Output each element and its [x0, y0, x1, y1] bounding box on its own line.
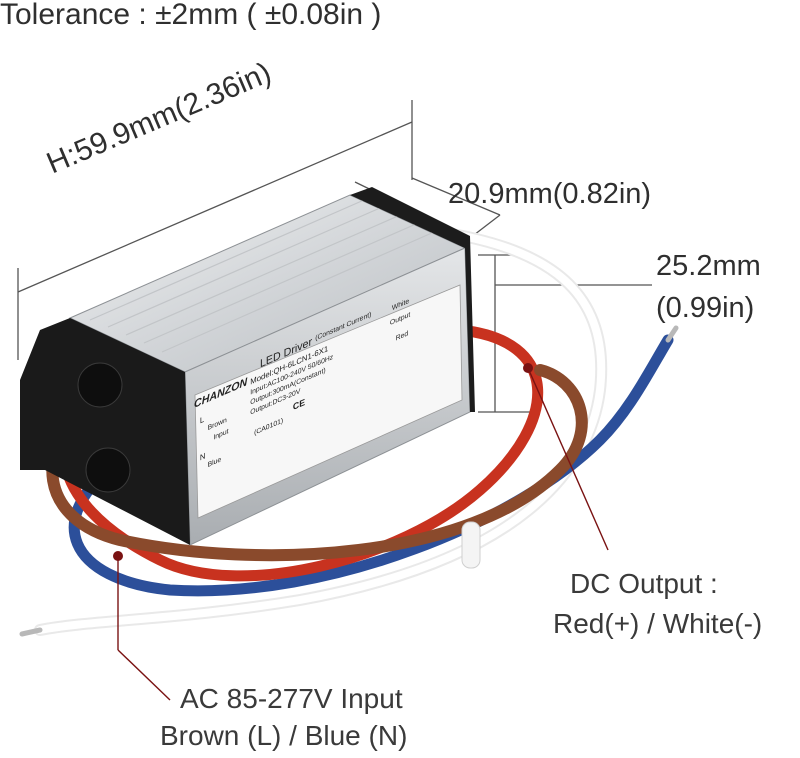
cable-tie	[461, 521, 481, 569]
ac-input-wires: Brown (L) / Blue (N)	[160, 720, 408, 751]
height-dimension-in: (0.99in)	[656, 292, 755, 324]
wire-tip-blue	[665, 325, 679, 343]
label-panel	[194, 284, 463, 519]
wire-tip-white	[19, 627, 43, 637]
dc-output-polarity: Red(+) / White(-)	[553, 608, 763, 639]
driver-housing	[20, 187, 475, 546]
wire-white-highlight	[36, 228, 606, 634]
wire-blue	[68, 334, 674, 597]
dc-output-leader	[527, 367, 609, 551]
ac-input-label: AC 85-277V Input	[180, 683, 403, 714]
callouts	[117, 367, 609, 701]
width-ext	[411, 177, 501, 216]
tolerance-text: Tolerance : ±2mm ( ±0.08in )	[0, 0, 382, 31]
gland-top	[77, 362, 123, 408]
end-cap-right-top	[350, 187, 470, 248]
label-l: L	[200, 415, 205, 426]
dc-output-dot	[523, 363, 533, 373]
ac-input-dot	[113, 551, 123, 561]
length-dimension-line	[17, 121, 413, 293]
dc-output-label: DC Output :	[570, 568, 718, 599]
gland-bottom	[85, 447, 131, 493]
ac-input-leader-d	[117, 649, 171, 701]
label-n: N	[200, 451, 206, 462]
height-dimension-mm: 25.2mm	[656, 250, 761, 282]
wire-brown	[46, 364, 588, 562]
width-dimension-label: 20.9mm(0.82in)	[448, 178, 652, 210]
end-cap-left	[20, 318, 190, 545]
end-cap-right	[440, 236, 475, 412]
